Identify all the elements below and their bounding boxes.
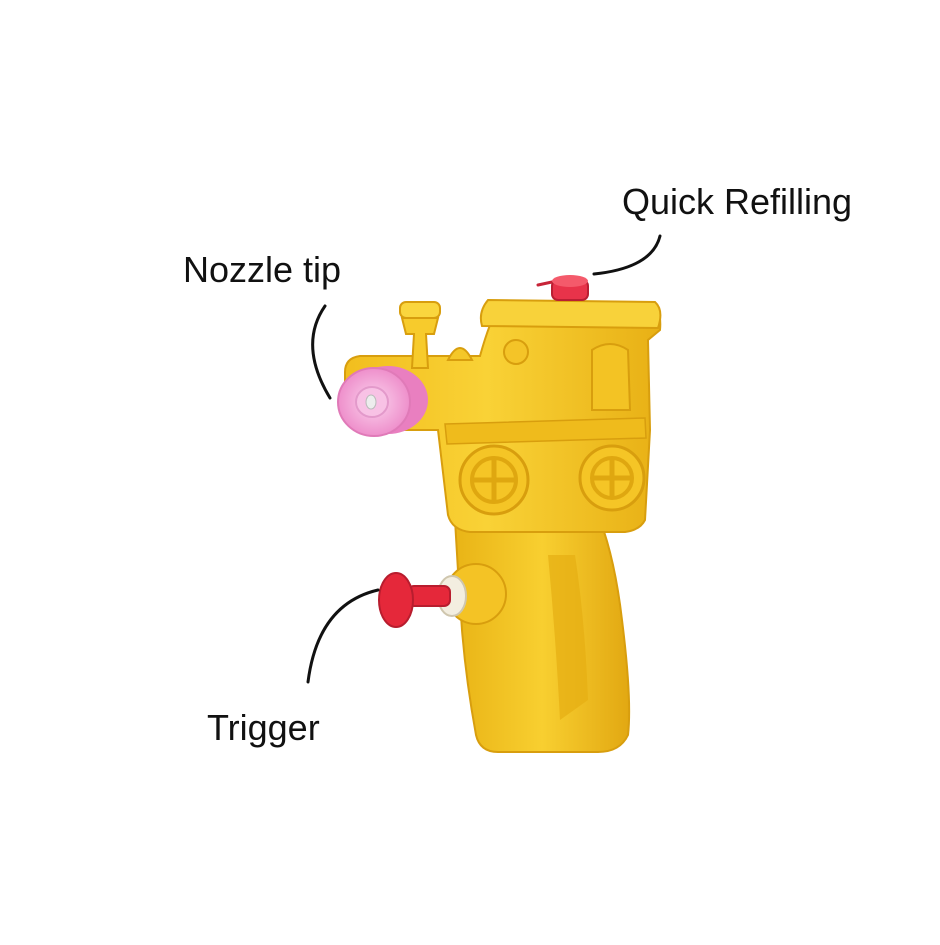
nozzle-tip xyxy=(337,366,428,437)
trigger-label: Trigger xyxy=(207,707,320,748)
quick-refilling-label: Quick Refilling xyxy=(622,181,853,222)
leader-lines xyxy=(306,234,662,684)
wheel-left xyxy=(458,444,530,516)
leader-trigger xyxy=(306,588,380,684)
trigger xyxy=(378,563,507,628)
leader-quick-refilling xyxy=(592,234,662,276)
wheel-right xyxy=(578,444,646,512)
nozzle-tip-label: Nozzle tip xyxy=(183,249,342,290)
grip xyxy=(453,519,631,753)
leader-nozzle-tip xyxy=(311,304,332,400)
refill-cap xyxy=(536,275,589,301)
